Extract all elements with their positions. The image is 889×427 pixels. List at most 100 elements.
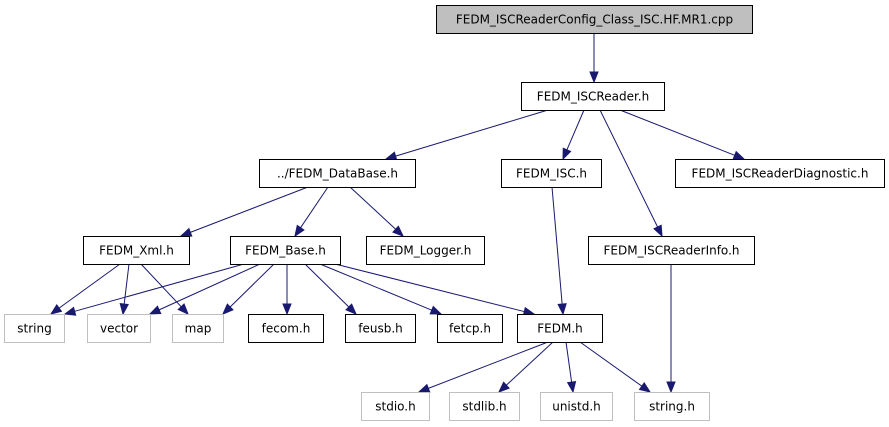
edge-database-to-xml bbox=[179, 186, 309, 237]
edge-reader-to-info bbox=[599, 109, 663, 238]
node-label: stdio.h bbox=[375, 400, 415, 414]
node-box bbox=[259, 159, 416, 188]
node-label: FEDM_Base.h bbox=[245, 244, 326, 258]
edge-line bbox=[428, 341, 549, 389]
arrowhead-icon bbox=[653, 224, 663, 238]
node-box bbox=[345, 314, 416, 343]
node-info[interactable]: FEDM_ISCReaderInfo.h bbox=[588, 236, 755, 265]
edge-line bbox=[300, 186, 329, 228]
edge-database-to-base bbox=[294, 186, 329, 238]
node-box bbox=[172, 314, 224, 343]
edge-reader-to-diag bbox=[619, 109, 746, 160]
node-fedm[interactable]: FEDM.h bbox=[517, 314, 603, 343]
node-label: feusb.h bbox=[358, 322, 403, 336]
edge-line bbox=[319, 263, 432, 311]
arrowhead-icon bbox=[392, 225, 404, 237]
arrowhead-icon bbox=[562, 147, 572, 161]
node-label: FEDM_ISCReaderConfig_Class_ISC.HF.MR1.cp… bbox=[456, 13, 733, 27]
node-box bbox=[366, 236, 485, 265]
node-label: vector bbox=[100, 322, 138, 336]
node-base[interactable]: FEDM_Base.h bbox=[230, 236, 341, 265]
arrowhead-icon bbox=[589, 71, 599, 84]
edge-line bbox=[395, 109, 549, 157]
node-label: stdlib.h bbox=[462, 400, 506, 414]
node-box bbox=[361, 392, 430, 421]
node-fetcp[interactable]: fetcp.h bbox=[437, 314, 503, 343]
node-diag[interactable]: FEDM_ISCReaderDiagnostic.h bbox=[675, 159, 885, 188]
edge-xml-to-vector bbox=[119, 263, 130, 316]
node-label: unistd.h bbox=[552, 400, 601, 414]
node-box bbox=[501, 159, 602, 188]
node-feusb[interactable]: feusb.h bbox=[345, 314, 416, 343]
node-vector: vector bbox=[87, 314, 151, 343]
edge-line bbox=[505, 341, 554, 386]
node-label: FEDM.h bbox=[537, 322, 583, 336]
edge-line bbox=[579, 341, 643, 387]
edge-line bbox=[123, 263, 130, 305]
edge-xml-to-string bbox=[49, 263, 121, 315]
edge-isc-to-fedm bbox=[551, 186, 567, 316]
node-xml[interactable]: FEDM_Xml.h bbox=[83, 236, 190, 265]
node-reader[interactable]: FEDM_ISCReader.h bbox=[521, 82, 665, 111]
node-box bbox=[449, 392, 520, 421]
node-box bbox=[83, 236, 190, 265]
edge-base-to-feusb bbox=[304, 263, 357, 315]
node-box bbox=[540, 392, 613, 421]
node-box bbox=[4, 314, 65, 343]
edge-line bbox=[74, 263, 245, 312]
arrowhead-icon bbox=[429, 305, 443, 315]
node-label: FEDM_ISCReader.h bbox=[537, 90, 649, 104]
node-logger[interactable]: FEDM_Logger.h bbox=[366, 236, 485, 265]
node-box bbox=[588, 236, 755, 265]
node-label: ../FEDM_DataBase.h bbox=[277, 167, 398, 181]
node-database[interactable]: ../FEDM_DataBase.h bbox=[259, 159, 416, 188]
edge-base-to-map bbox=[222, 263, 275, 315]
node-fecom[interactable]: fecom.h bbox=[248, 314, 324, 343]
node-box bbox=[521, 82, 665, 111]
edge-info-to-stringh bbox=[666, 264, 676, 394]
node-isc[interactable]: FEDM_ISC.h bbox=[501, 159, 602, 188]
edge-line bbox=[334, 263, 525, 313]
edge-line bbox=[58, 263, 121, 309]
edge-fedm-to-stringh bbox=[579, 341, 652, 393]
node-box bbox=[517, 314, 603, 343]
edge-database-to-logger bbox=[349, 186, 404, 237]
edge-xml-to-map bbox=[140, 263, 189, 315]
node-label: string bbox=[17, 322, 51, 336]
arrowhead-icon bbox=[384, 151, 398, 161]
arrowhead-icon bbox=[49, 304, 63, 315]
edge-line bbox=[566, 109, 585, 151]
node-label: FEDM_Logger.h bbox=[380, 244, 472, 258]
arrowhead-icon bbox=[345, 303, 357, 315]
node-string: string bbox=[4, 314, 65, 343]
node-box bbox=[248, 314, 324, 343]
node-label: map bbox=[185, 322, 212, 336]
edge-line bbox=[140, 263, 182, 308]
node-box bbox=[230, 236, 341, 265]
node-box bbox=[634, 392, 710, 421]
edge-line bbox=[304, 263, 350, 308]
arrowhead-icon bbox=[566, 380, 577, 394]
edge-line bbox=[190, 186, 309, 233]
edge-reader-to-database bbox=[384, 109, 549, 161]
node-stringh: string.h bbox=[634, 392, 710, 421]
node-box bbox=[675, 159, 885, 188]
node-stdlib: stdlib.h bbox=[449, 392, 520, 421]
node-label: string.h bbox=[649, 400, 695, 414]
node-map: map bbox=[172, 314, 224, 343]
arrowhead-icon bbox=[417, 383, 431, 393]
edge-fedm-to-unistd bbox=[565, 341, 577, 394]
edge-line bbox=[551, 186, 563, 305]
arrowhead-icon bbox=[638, 382, 652, 393]
edge-base-to-fetcp bbox=[319, 263, 443, 315]
node-label: FEDM_ISC.h bbox=[516, 167, 587, 181]
nodes-layer: FEDM_ISCReaderConfig_Class_ISC.HF.MR1.cp… bbox=[4, 5, 885, 421]
arrowhead-icon bbox=[179, 227, 193, 237]
arrowhead-icon bbox=[282, 303, 292, 316]
arrowhead-icon bbox=[148, 305, 162, 315]
arrowhead-icon bbox=[666, 381, 676, 394]
node-cpp[interactable]: FEDM_ISCReaderConfig_Class_ISC.HF.MR1.cp… bbox=[436, 5, 753, 34]
edge-reader-to-isc bbox=[562, 109, 585, 161]
node-unistd: unistd.h bbox=[540, 392, 613, 421]
